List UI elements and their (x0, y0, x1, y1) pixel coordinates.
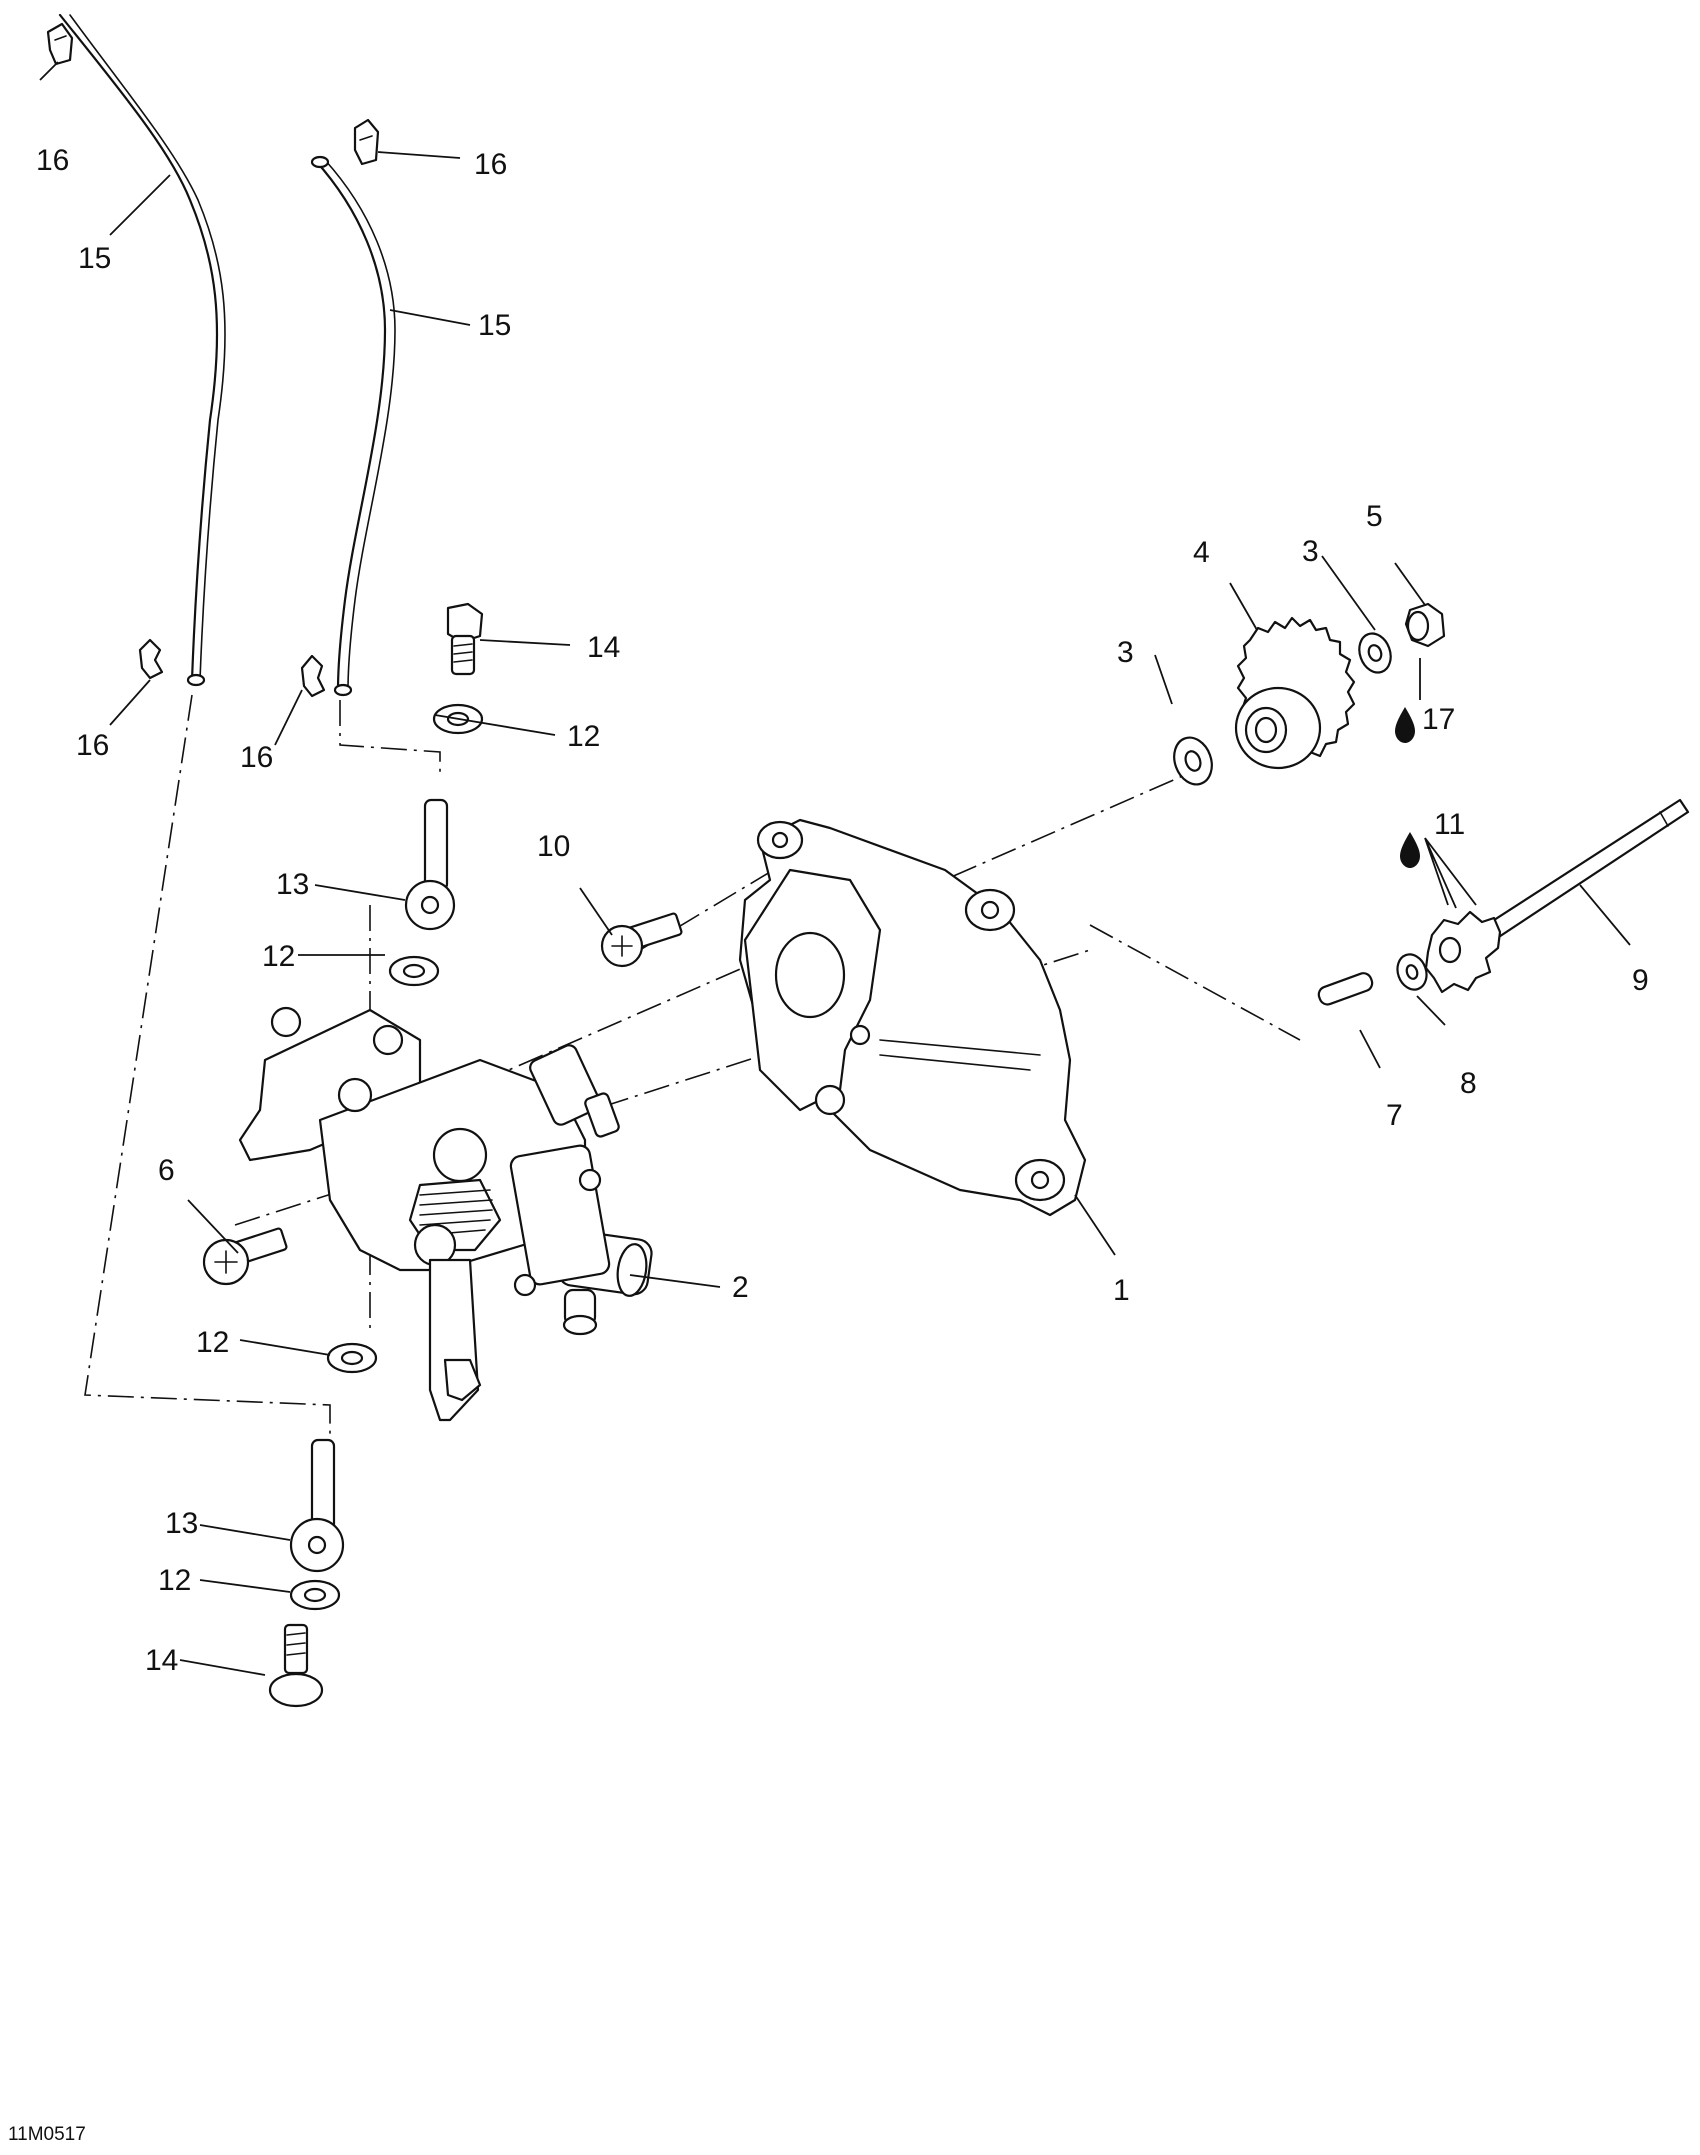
nut-5 (1404, 602, 1446, 648)
hose-clamp-top-left (46, 22, 74, 66)
leader-lines (39, 61, 1631, 1676)
callout-14a: 14 (587, 631, 620, 664)
callout-labels: 1 2 3 3 4 5 6 7 8 9 10 11 12 12 12 12 13… (36, 144, 1649, 1677)
washer-8 (1396, 953, 1428, 991)
callout-6: 6 (158, 1154, 175, 1187)
screw-10 (600, 912, 683, 968)
callout-15a: 15 (78, 242, 111, 275)
callout-7: 7 (1386, 1099, 1403, 1132)
banjo-bolt-top (446, 602, 484, 676)
callout-16d: 16 (240, 741, 273, 774)
callout-14b: 14 (145, 1644, 178, 1677)
hose-clamp-top-right (353, 118, 380, 166)
callout-15b: 15 (478, 309, 511, 342)
callout-13a: 13 (276, 868, 309, 901)
callout-9: 9 (1632, 964, 1649, 997)
callout-16b: 16 (474, 148, 507, 181)
washer-12-b (388, 955, 440, 987)
banjo-fitting-top (404, 798, 456, 931)
hose-clamp-mid-right (300, 654, 326, 698)
washer-12-c (326, 1342, 378, 1374)
pump-cover (738, 818, 1087, 1217)
callout-12a: 12 (567, 720, 600, 753)
callout-16c: 16 (76, 729, 109, 762)
oil-drop-icon (1400, 832, 1420, 868)
callout-12c: 12 (196, 1326, 229, 1359)
oil-hose-right (310, 155, 396, 697)
callout-11: 11 (1434, 808, 1465, 841)
callout-2: 2 (732, 1271, 749, 1304)
pin-7 (1317, 972, 1374, 1006)
oil-pump (238, 1006, 653, 1422)
oil-hose-left (58, 13, 226, 687)
screw-6 (202, 1227, 288, 1286)
callout-16a: 16 (36, 144, 69, 177)
callout-12b: 12 (262, 940, 295, 973)
callout-10: 10 (537, 830, 570, 863)
banjo-fitting-bottom (289, 1438, 345, 1573)
callout-17: 17 (1422, 703, 1455, 736)
callout-8: 8 (1460, 1067, 1477, 1100)
drive-gear (1234, 616, 1356, 770)
callout-3a: 3 (1117, 636, 1134, 669)
oil-drop-icon (1395, 707, 1415, 743)
banjo-bolt-bottom (268, 1623, 324, 1708)
callout-5: 5 (1366, 500, 1383, 533)
callout-13b: 13 (165, 1507, 198, 1540)
callout-1: 1 (1113, 1274, 1130, 1307)
washer-12-d (289, 1579, 341, 1611)
pump-shaft (1424, 798, 1690, 994)
callout-12d: 12 (158, 1564, 191, 1597)
washer-3-left (1173, 736, 1213, 786)
hose-clamp-mid-left (138, 638, 164, 680)
callout-4: 4 (1193, 536, 1210, 569)
figure-code: 11M0517 (8, 2124, 86, 2145)
callout-3b: 3 (1302, 535, 1319, 568)
washer-3-right (1358, 632, 1392, 674)
